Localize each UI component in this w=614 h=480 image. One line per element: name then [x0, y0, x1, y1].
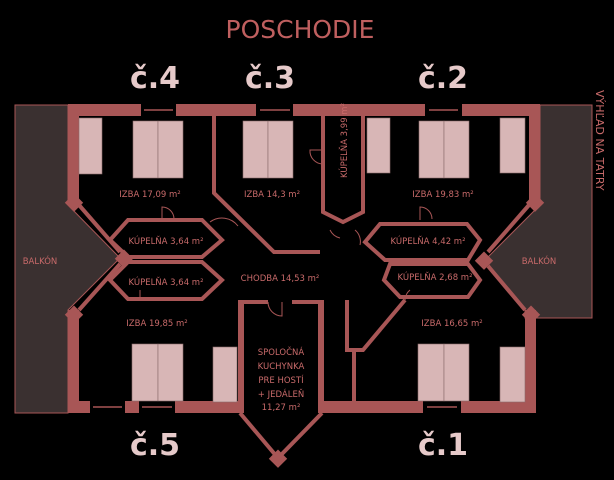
room-label-kupelna-268: KÚPELŇA 2,68 m² [398, 271, 473, 283]
room-label-chodba: CHODBA 14,53 m² [241, 274, 320, 284]
apartment-number-4[interactable]: č.4 [130, 61, 180, 96]
kitchen-line-4: + JEDÁLEŇ [258, 388, 304, 400]
windows [93, 109, 458, 408]
room-label-kupelna-364a: KÚPELŇA 3,64 m² [129, 235, 204, 247]
room-label-izba5: IZBA 19,85 m² [126, 319, 187, 329]
apartment-number-1[interactable]: č.1 [418, 428, 468, 463]
room-label-balkon-right: BALKÓN [522, 255, 557, 267]
apartment-number-3[interactable]: č.3 [245, 61, 295, 96]
room-label-kitchen: SPOLOČNÁ KUCHYNKA PRE HOSTÍ + JEDÁLEŇ 11… [258, 346, 305, 413]
kitchen-line-3: PRE HOSTÍ [258, 374, 304, 386]
room-label-kupelna-399: KÚPELŇA 3,99 m² [338, 103, 350, 178]
page-title: POSCHODIE [226, 15, 375, 44]
interior-walls [77, 112, 531, 461]
room-label-izba3: IZBA 14,3 m² [244, 190, 300, 200]
kitchen-line-5: 11,27 m² [262, 403, 301, 413]
kitchen-line-1: SPOLOČNÁ [258, 346, 305, 358]
apartment-number-2[interactable]: č.2 [418, 61, 468, 96]
room-label-kupelna-442: KÚPELŇA 4,42 m² [391, 235, 466, 247]
room-label-izba4: IZBA 17,09 m² [119, 190, 180, 200]
view-label: VÝHĽAD NA TATRY [593, 90, 606, 191]
room-label-kupelna-364b: KÚPELŇA 3,64 m² [129, 276, 204, 288]
room-label-izba1: IZBA 16,65 m² [421, 319, 482, 329]
furniture [78, 117, 526, 403]
doors [139, 149, 433, 317]
room-label-balkon-left: BALKÓN [23, 255, 58, 267]
kitchen-line-2: KUCHYNKA [258, 362, 305, 372]
room-label-izba2: IZBA 19,83 m² [412, 190, 473, 200]
apartment-number-5[interactable]: č.5 [130, 428, 180, 463]
